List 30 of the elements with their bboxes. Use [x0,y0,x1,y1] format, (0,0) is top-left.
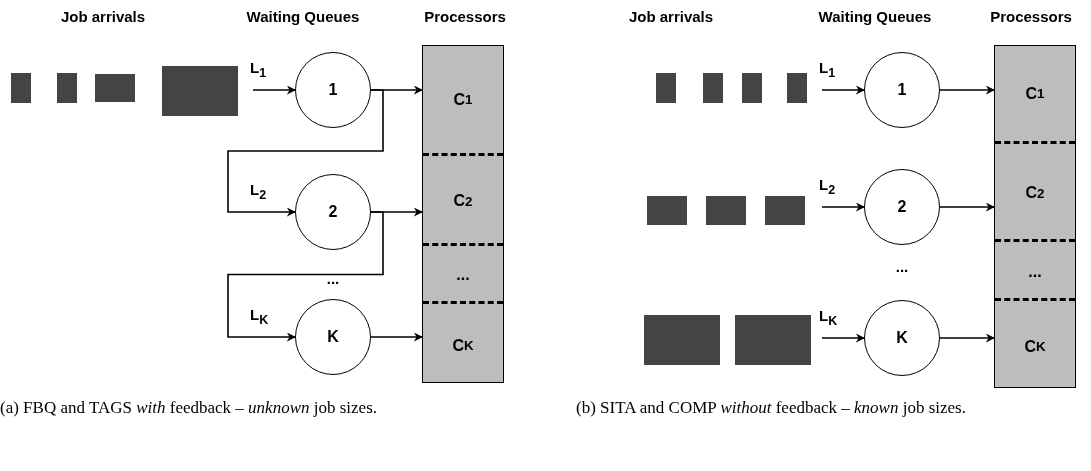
column-heading: Job arrivals [60,8,146,25]
column-heading: Processors [990,8,1072,25]
queue-circle: 2 [864,169,940,245]
queue-circle: 2 [295,174,371,250]
ellipsis: ... [326,270,340,287]
arrow [227,89,384,217]
caption: (a) FBQ and TAGS with feedback – unknown job sizes. [0,397,379,419]
caption: (b) SITA and COMP without feedback – known job sizes. [576,397,967,419]
queue-circle: 1 [295,52,371,128]
queue-circle: K [295,299,371,375]
arrow [939,85,995,95]
arrow [821,202,865,212]
processor-section: ... [995,239,1075,301]
arrow [821,85,865,95]
queue-circle: K [864,300,940,376]
processor-column [422,45,504,383]
column-heading: Waiting Queues [818,8,932,25]
column-heading: Job arrivals [628,8,714,25]
arrow [939,202,995,212]
arrow [227,211,384,342]
arrow [370,332,423,342]
arrow [939,333,995,343]
processor-section: ... [423,243,503,304]
column-heading: Waiting Queues [246,8,360,25]
arrow [252,85,296,95]
arrow [821,333,865,343]
column-heading: Processors [424,8,506,25]
queue-circle: 1 [864,52,940,128]
processor-column [994,45,1076,388]
ellipsis: ... [895,258,909,275]
